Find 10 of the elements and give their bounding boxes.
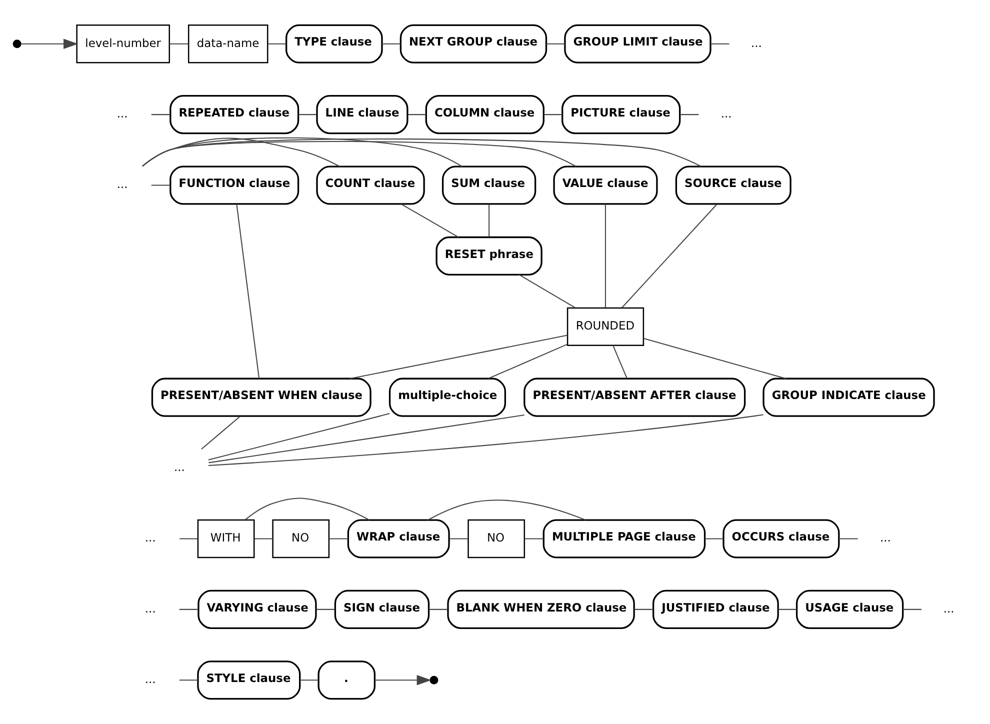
node-text: ... — [116, 106, 128, 120]
node-text: ... — [174, 460, 184, 474]
node-text: ... — [116, 177, 128, 192]
node-text: ... — [879, 530, 890, 545]
node-text: ... — [144, 672, 156, 686]
node-text: ... — [720, 106, 732, 120]
node-text: ... — [942, 601, 954, 616]
node-text: ... — [144, 601, 156, 616]
node-text: ... — [144, 530, 156, 545]
node-text: ... — [750, 36, 762, 50]
